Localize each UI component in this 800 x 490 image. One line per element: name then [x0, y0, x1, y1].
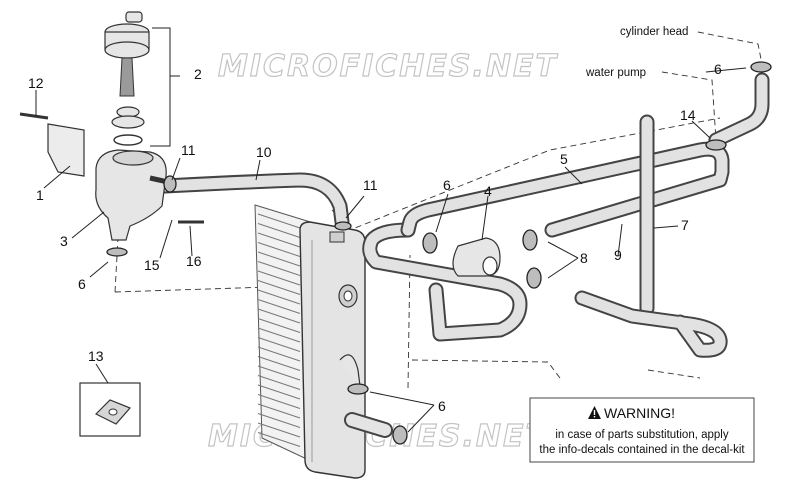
callout-11a: 11	[181, 142, 196, 158]
callout-13: 13	[88, 348, 104, 364]
callout-4: 4	[484, 183, 492, 199]
callout-10: 10	[256, 144, 272, 160]
leader-lines	[35, 27, 747, 433]
callout-6b: 6	[443, 177, 451, 193]
callout-6a: 6	[78, 276, 86, 292]
radiator-fin	[257, 432, 301, 447]
radiator-fins	[257, 213, 301, 447]
radiator-fin	[257, 356, 301, 371]
warning-line-1: in case of parts substitution, apply	[555, 429, 728, 441]
radiator-fin	[257, 261, 301, 276]
radiator-fin	[257, 242, 301, 257]
radiator-fin	[257, 365, 301, 381]
radiator-fin	[257, 422, 301, 438]
callout-8: 8	[580, 250, 588, 266]
radiator-fin	[257, 308, 301, 324]
warning-triangle-icon	[588, 406, 601, 419]
radiator-fin	[257, 289, 301, 305]
radiator-fin	[257, 270, 301, 286]
callout-14: 14	[680, 107, 696, 123]
radiator-fin	[257, 213, 301, 229]
callout-6c: 6	[714, 61, 722, 77]
warning-title: WARNING!	[604, 405, 675, 421]
callout-9: 9	[614, 247, 622, 263]
radiator-fin	[257, 251, 301, 267]
clip-13	[79, 382, 141, 437]
radiator-fin	[257, 280, 301, 295]
radiator-fin	[257, 232, 301, 248]
watermark-top: MICROFICHES.NET	[218, 49, 559, 84]
radiator-fin	[257, 403, 301, 419]
radiator-fin	[257, 346, 301, 362]
radiator-fin	[257, 223, 301, 238]
callout-7: 7	[681, 217, 689, 233]
hose-clamps	[163, 61, 772, 445]
callout-3: 3	[60, 233, 68, 249]
warning-line-2: the info-decals contained in the decal-k…	[539, 444, 745, 456]
thermostat-4	[452, 237, 501, 277]
radiator-fin	[257, 413, 301, 428]
warning-box: WARNING! in case of parts substitution, …	[529, 397, 755, 463]
radiator	[254, 204, 393, 479]
radiator-fin	[257, 318, 301, 333]
callout-2: 2	[194, 66, 202, 82]
callout-12: 12	[28, 75, 44, 91]
callout-6d: 6	[438, 398, 446, 414]
radiator-fin	[257, 384, 301, 400]
callout-15: 15	[144, 257, 160, 273]
hose-10	[157, 172, 350, 230]
callout-numbers: 2 12 1 3 6 11 10 11 15 16 6 4 5 14 6 7 9…	[28, 61, 722, 414]
expansion-tank-assembly	[19, 11, 204, 257]
radiator-fin	[257, 337, 301, 352]
radiator-fin	[257, 375, 301, 390]
callout-16: 16	[186, 253, 202, 269]
callout-11b: 11	[363, 177, 378, 193]
radiator-fin	[257, 299, 301, 314]
radiator-fin	[257, 394, 301, 409]
callout-5: 5	[560, 151, 568, 167]
cylinder-head-label: cylinder head	[620, 26, 688, 38]
water-pump-label: water pump	[585, 67, 646, 79]
callout-1: 1	[36, 187, 44, 203]
radiator-fin	[257, 327, 301, 343]
hose-assembly-5	[362, 72, 770, 342]
hose-9	[574, 290, 728, 358]
